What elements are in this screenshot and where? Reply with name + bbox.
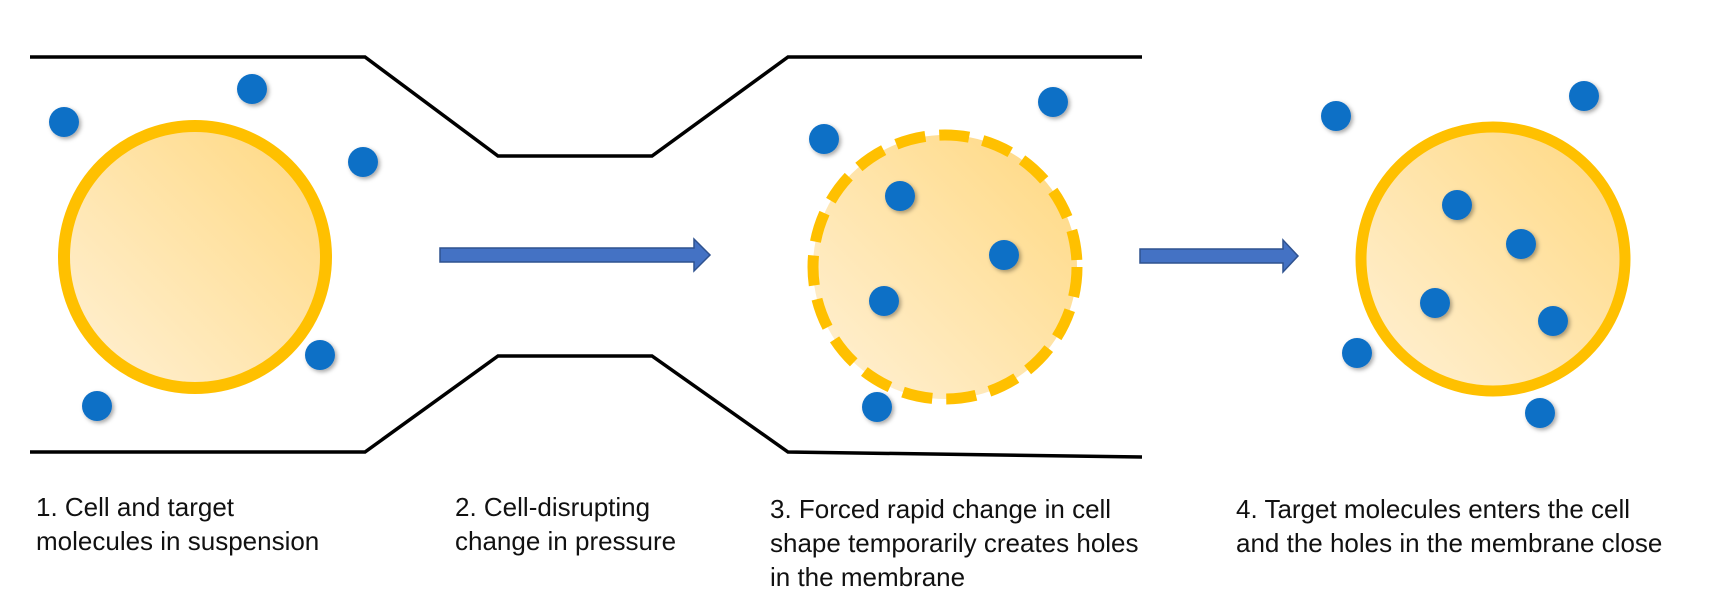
- molecule-icon: [49, 107, 79, 137]
- step-2-caption: 2. Cell-disrupting change in pressure: [455, 490, 676, 558]
- step-1-caption: 1. Cell and target molecules in suspensi…: [36, 490, 319, 558]
- cell-resealed-4: [1355, 121, 1631, 397]
- step-3-line-2: shape temporarily creates holes: [770, 528, 1139, 558]
- molecule-icon: [305, 340, 335, 370]
- step-3-line-1: 3. Forced rapid change in cell: [770, 494, 1112, 524]
- step-3-line-3: in the membrane: [770, 562, 966, 592]
- molecule-icon: [237, 74, 267, 104]
- step-4-line-1: 4. Target molecules enters the cell: [1236, 494, 1631, 524]
- molecule-icon: [348, 147, 378, 177]
- channel-bottom-wall: [30, 354, 1143, 459]
- step-2-line-2: change in pressure: [455, 526, 677, 556]
- step-4-caption: 4. Target molecules enters the cell and …: [1236, 492, 1662, 560]
- cell-intact-1: [58, 120, 332, 394]
- molecule-icon: [1420, 288, 1450, 318]
- molecule-icon: [1569, 81, 1599, 111]
- step-4-line-2: and the holes in the membrane close: [1236, 528, 1663, 558]
- molecule-icon: [1038, 87, 1068, 117]
- molecule-icon: [809, 124, 839, 154]
- molecule-icon: [862, 392, 892, 422]
- step-1-line-2: molecules in suspension: [36, 526, 320, 556]
- molecule-icon: [1321, 101, 1351, 131]
- step-1-line-1: 1. Cell and target: [36, 492, 235, 522]
- molecule-icon: [885, 181, 915, 211]
- molecule-icon: [82, 391, 112, 421]
- channel-top-wall: [30, 55, 1142, 158]
- molecule-icon: [1442, 190, 1472, 220]
- step-2-line-1: 2. Cell-disrupting: [455, 492, 651, 522]
- step-3-caption: 3. Forced rapid change in cell shape tem…: [770, 492, 1139, 594]
- cell-porous-3: [807, 129, 1083, 405]
- molecule-icon: [1538, 306, 1568, 336]
- right-arrow-1: [439, 237, 712, 273]
- molecule-icon: [869, 286, 899, 316]
- molecule-icon: [1342, 338, 1372, 368]
- molecule-icon: [1506, 229, 1536, 259]
- molecule-icon: [989, 240, 1019, 270]
- right-arrow-2: [1139, 238, 1300, 274]
- molecule-icon: [1525, 398, 1555, 428]
